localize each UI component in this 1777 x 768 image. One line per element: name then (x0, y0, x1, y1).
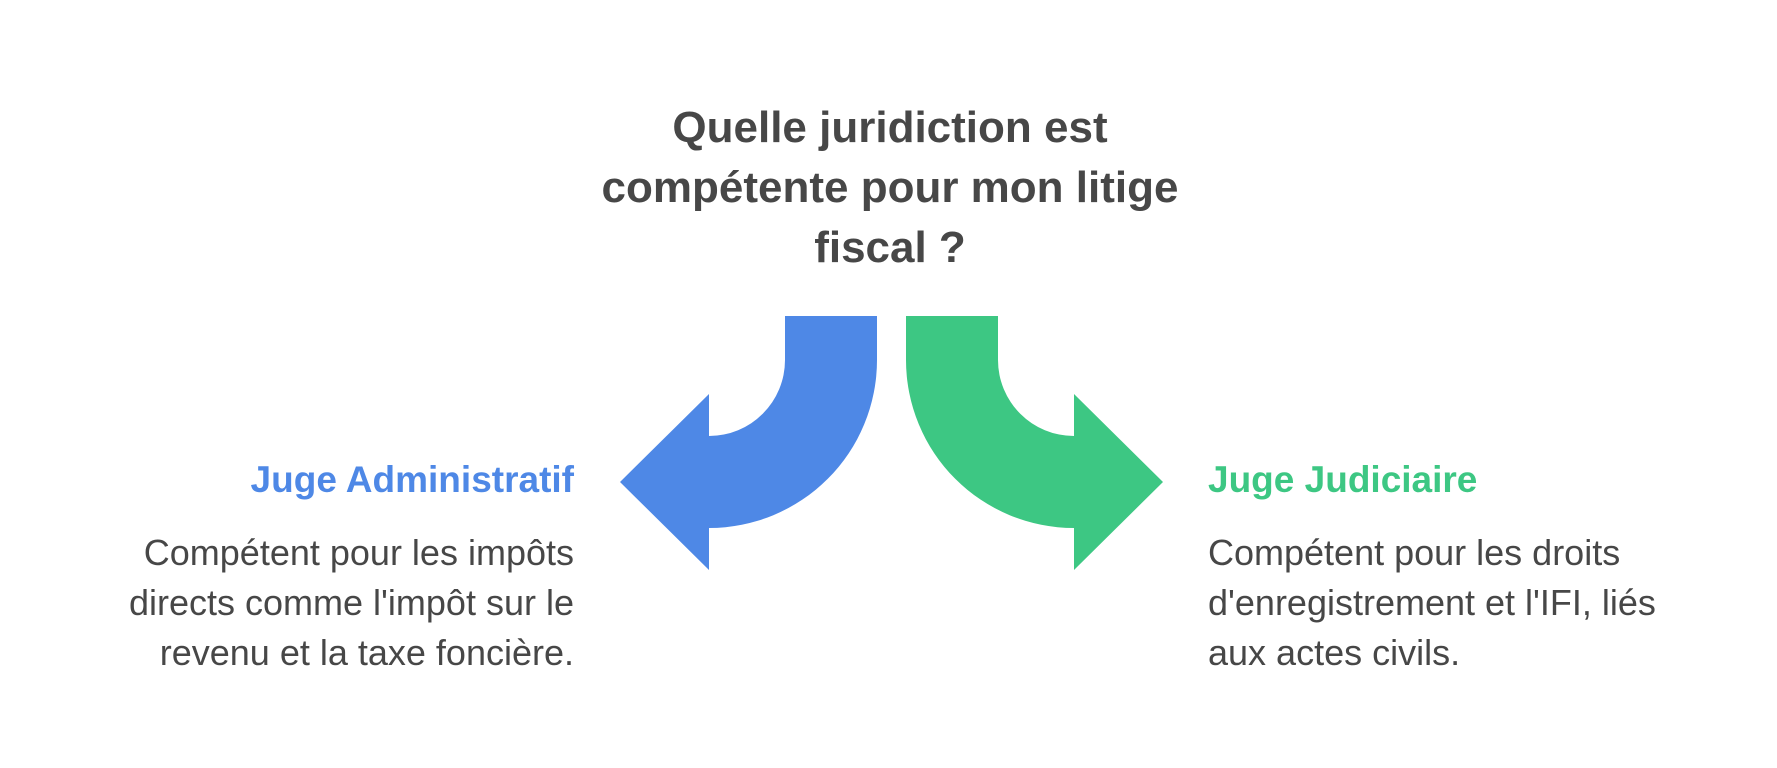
option-title-administratif: Juge Administratif (250, 459, 574, 500)
option-description-judiciaire: Compétent pour les droits d'enregistreme… (1208, 532, 1656, 673)
left-arrow-icon (620, 316, 877, 570)
question-title: Quelle juridiction est compétente pour m… (601, 103, 1179, 272)
right-arrow-icon (906, 316, 1163, 570)
option-title-judiciaire: Juge Judiciaire (1208, 459, 1478, 500)
option-description-administratif: Compétent pour les impôts directs comme … (129, 532, 574, 673)
